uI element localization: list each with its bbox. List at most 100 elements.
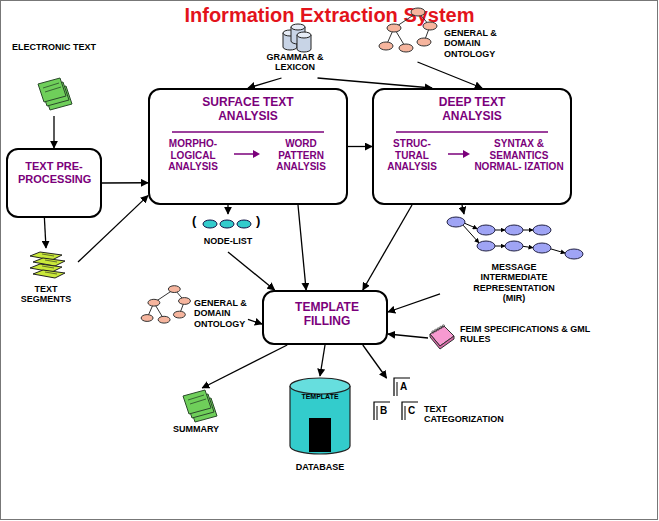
arrow-connector	[363, 345, 387, 378]
icon-part	[45, 87, 61, 92]
icon-part	[523, 230, 533, 231]
icon-part	[387, 24, 401, 32]
icon-part	[463, 150, 470, 158]
icon-part	[188, 395, 204, 400]
icon-part	[291, 24, 305, 30]
icon-part	[379, 42, 393, 50]
diagram-title: Information Extraction System	[0, 4, 659, 27]
icon-part	[434, 329, 436, 331]
icon-node: SUMMARY	[165, 388, 227, 438]
icon-part	[158, 316, 170, 323]
box-text: STRUC- TURAL ANALYSIS	[378, 138, 446, 173]
icon-part	[430, 326, 454, 346]
node-label: (	[192, 214, 202, 229]
icon-part	[551, 249, 565, 253]
box-text: TEXT PRE- PROCESSING	[18, 160, 90, 185]
icon-part	[42, 254, 54, 256]
icon-part	[297, 32, 311, 38]
node-label: SUMMARY	[165, 424, 227, 434]
icon-part	[477, 225, 495, 235]
box-text: SURFACE TEXT ANALYSIS	[188, 96, 308, 124]
node-label: A	[400, 381, 412, 393]
icon-part	[465, 223, 478, 228]
icon-part	[565, 249, 583, 259]
icon-part	[38, 78, 66, 102]
icon-part	[442, 325, 444, 327]
icon-part	[42, 266, 54, 268]
node-label: ELECTRONIC TEXT	[12, 42, 96, 52]
node-label: GRAMMAR & LEXICON	[250, 52, 340, 73]
node-label: B	[380, 405, 392, 417]
node-label: TEXT SEGMENTS	[14, 284, 78, 305]
icon-part	[253, 150, 260, 158]
process-box: SURFACE TEXT ANALYSISMORPHO- LOGICAL ANA…	[148, 88, 348, 205]
icon-part	[396, 131, 548, 133]
icon-part	[417, 38, 431, 46]
box-text: DEEP TEXT ANALYSIS	[412, 96, 532, 124]
icon-node: GRAMMAR & LEXICON	[250, 24, 340, 78]
icon-part	[430, 334, 454, 349]
icon-graphic	[26, 248, 66, 282]
icon-part	[45, 272, 57, 274]
icon-part	[237, 220, 251, 228]
icon-part	[234, 153, 256, 155]
icon-part	[203, 220, 217, 228]
icon-part	[432, 331, 434, 333]
icon-node: MESSAGE INTERMEDIATE REPRESENTATION (MIR…	[440, 214, 600, 308]
icon-part	[405, 406, 406, 420]
icon-part	[290, 378, 350, 394]
icon-part	[290, 386, 350, 454]
icon-graphic	[202, 218, 254, 230]
icon-graphic	[142, 284, 198, 332]
process-box: TEXT PRE- PROCESSING	[6, 148, 102, 218]
node-label: C	[408, 405, 420, 417]
icon-part	[477, 241, 495, 251]
icon-node: GENERAL & DOMAIN ONTOLOGY	[138, 282, 248, 334]
icon-part	[533, 243, 551, 253]
arrow-connector	[318, 78, 433, 88]
icon-part	[423, 22, 437, 30]
arrow-connector	[388, 334, 428, 338]
icon-part	[495, 230, 505, 231]
node-label: DATABASE	[283, 462, 357, 472]
icon-part	[179, 298, 191, 305]
node-label: TEXT CATEGORIZATION	[424, 404, 516, 425]
icon-part	[377, 406, 378, 420]
arrow-connector	[44, 218, 46, 248]
icon-part	[505, 225, 523, 235]
icon-part	[141, 315, 153, 322]
arrow-connector	[227, 205, 228, 214]
icon-part	[437, 328, 439, 330]
icon-part	[309, 418, 331, 452]
arrow-connector	[102, 182, 148, 184]
node-label: FEIM SPECIFICATIONS & GML RULES	[460, 324, 596, 345]
icon-part	[440, 326, 442, 328]
arrow-connector	[418, 62, 483, 88]
icon-part	[463, 225, 479, 243]
arrow-connector	[363, 205, 412, 290]
arrow-connector	[320, 345, 325, 376]
icon-node: TEMPLATE DATABASE	[283, 376, 357, 476]
box-text: WORD PATTERN ANALYSIS	[262, 138, 340, 173]
node-label: NODE-LIST	[190, 236, 266, 246]
node-label: )	[256, 214, 266, 229]
arrow-connector	[388, 294, 440, 312]
process-box: TEMPLATE FILLING	[262, 290, 388, 345]
icon-part	[43, 83, 59, 88]
icon-graphic	[428, 324, 456, 352]
node-label: TEMPLATE	[289, 393, 351, 401]
arrow-connector	[202, 345, 287, 388]
arrow-connector	[462, 205, 464, 214]
node-label: GENERAL & DOMAIN ONTOLOGY	[194, 298, 248, 329]
icon-node: AB C TEXT CATEGORIZATION	[372, 378, 517, 440]
icon-node: ELECTRONIC TEXT	[12, 42, 96, 116]
icon-graphic	[442, 214, 592, 262]
icon-part	[533, 225, 551, 235]
icon-part	[411, 8, 425, 16]
icon-part	[495, 246, 505, 247]
icon-part	[505, 241, 523, 251]
icon-part	[172, 131, 324, 133]
icon-graphic	[287, 376, 353, 458]
icon-part	[33, 270, 65, 278]
